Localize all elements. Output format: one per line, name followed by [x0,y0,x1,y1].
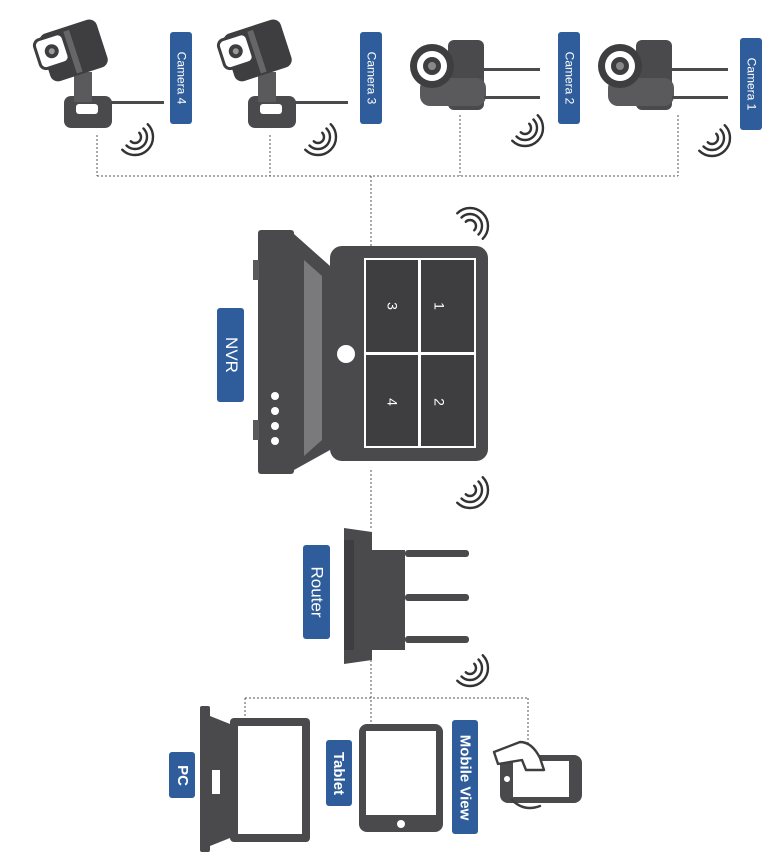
wifi-icon [511,114,545,148]
tablet-label: Tablet [326,740,352,806]
camera-4-icon [32,19,164,128]
mobile-view-label: Mobile View [452,720,478,834]
router-label: Router [303,545,330,639]
wifi-icon [456,654,490,688]
wifi-icon [698,124,732,158]
screen-quadrant-2: 2 [431,398,447,406]
router-icon [344,528,469,664]
camera-3-icon [216,19,348,128]
wifi-icon [456,206,490,240]
nvr-icon [253,230,488,474]
screen-quadrant-3: 3 [384,302,400,310]
camera-1-icon [598,40,728,110]
camera-2-label: Camera 2 [558,32,580,124]
pc-icon [200,706,310,852]
screen-quadrant-1: 1 [431,302,447,310]
pc-label: PC [169,752,195,798]
wifi-icon [304,123,338,157]
camera-2-icon [410,40,540,110]
camera-3-label: Camera 3 [360,32,382,124]
wifi-icon [456,476,490,510]
connection-lines [96,115,679,745]
camera-1-label: Camera 1 [740,38,762,130]
camera-4-label: Camera 4 [170,32,192,124]
screen-quadrant-4: 4 [384,398,400,406]
wifi-icon [121,123,155,157]
tablet-icon [359,724,443,832]
nvr-label: NVR [217,308,244,402]
mobile-icon [492,740,582,810]
